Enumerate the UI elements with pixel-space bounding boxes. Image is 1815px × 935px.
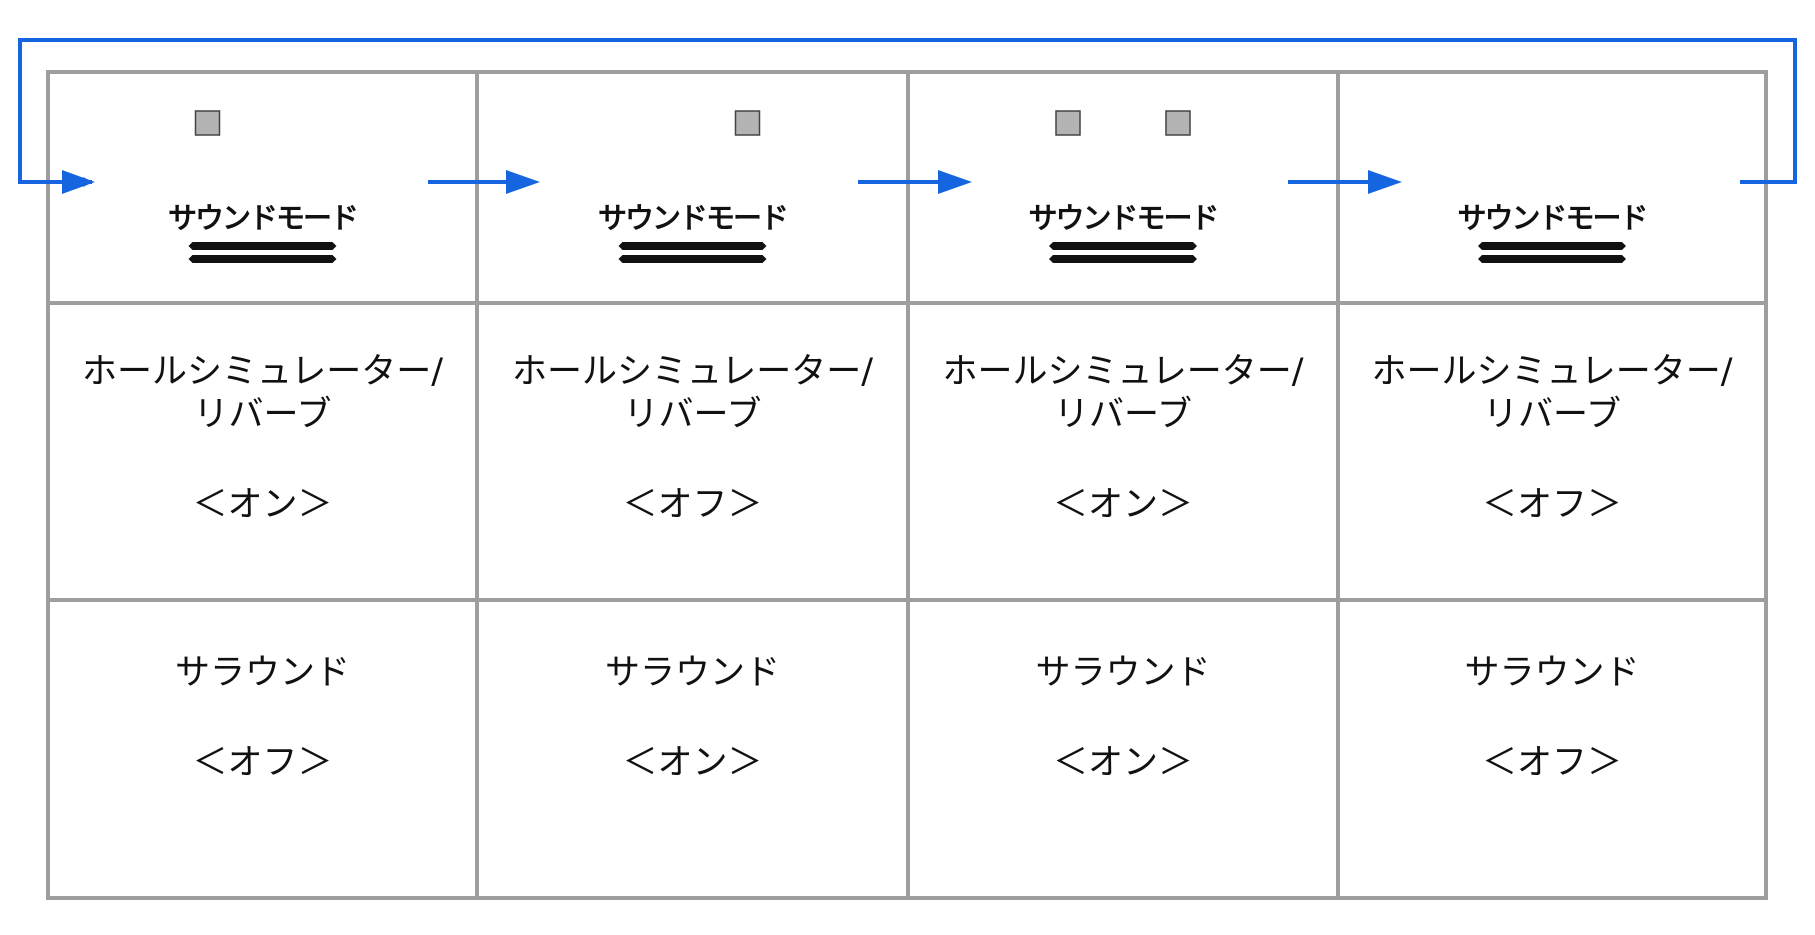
sound-mode-button-label: サウンドモード — [1457, 201, 1646, 235]
indicator-lamp — [1055, 110, 1081, 136]
reverb-label: リバーブ — [1054, 395, 1192, 435]
indicator-lamp — [1165, 110, 1191, 136]
surround-label: サラウンド — [175, 653, 350, 693]
loop-return-line — [18, 38, 1797, 187]
hall-simulator-state: ＜オフ＞ — [622, 485, 762, 525]
surround-state: ＜オン＞ — [622, 743, 762, 783]
step-arrowhead — [1368, 170, 1402, 194]
reverb-label: リバーブ — [194, 395, 332, 435]
sound-mode-button[interactable]: サウンドモード — [1457, 201, 1649, 263]
button-underline — [618, 255, 767, 263]
sound-mode-button[interactable]: サウンドモード — [1028, 201, 1220, 263]
sound-mode-button[interactable]: サウンドモード — [598, 201, 789, 263]
indicator-lamp — [194, 110, 221, 136]
sound-mode-button-label: サウンドモード — [1028, 201, 1217, 235]
hall-simulator-state: ＜オフ＞ — [1482, 485, 1622, 525]
button-underline — [1049, 242, 1197, 250]
surround-label: サラウンド — [1035, 653, 1210, 693]
surround-state: ＜オン＞ — [1053, 743, 1193, 783]
surround-state: ＜オフ＞ — [1482, 743, 1622, 783]
button-underline — [188, 255, 337, 263]
indicator-lamp — [734, 110, 761, 136]
sound-mode-button-label: サウンドモード — [598, 201, 787, 235]
hall-simulator-label: ホールシミュレーター/ — [512, 352, 873, 392]
hall-simulator-state: ＜オン＞ — [192, 485, 332, 525]
cycle-loop-arrow — [18, 38, 1797, 194]
reverb-label: リバーブ — [1483, 395, 1621, 435]
reverb-label: リバーブ — [624, 395, 762, 435]
surround-state: ＜オフ＞ — [192, 743, 332, 783]
hall-simulator-label: ホールシミュレーター/ — [82, 352, 443, 392]
mode-columns: サウンドモードホールシミュレーター/リバーブ＜オン＞サラウンド＜オフ＞サウンドモ… — [82, 110, 1733, 783]
sound-mode-button[interactable]: サウンドモード — [168, 201, 359, 263]
step-arrowhead — [506, 170, 540, 194]
step-arrowhead — [938, 170, 972, 194]
loop-arrowhead — [62, 170, 95, 194]
button-underline — [618, 242, 767, 250]
hall-simulator-label: ホールシミュレーター/ — [1371, 352, 1732, 392]
surround-label: サラウンド — [605, 653, 780, 693]
hall-simulator-label: ホールシミュレーター/ — [942, 352, 1303, 392]
button-underline — [1049, 255, 1197, 263]
sound-mode-button-label: サウンドモード — [168, 201, 357, 235]
button-underline — [1478, 242, 1626, 250]
button-underline — [1478, 255, 1626, 263]
step-arrows — [428, 170, 1402, 194]
button-underline — [188, 242, 337, 250]
surround-label: サラウンド — [1464, 653, 1639, 693]
hall-simulator-state: ＜オン＞ — [1053, 485, 1193, 525]
table-grid — [46, 70, 1768, 900]
